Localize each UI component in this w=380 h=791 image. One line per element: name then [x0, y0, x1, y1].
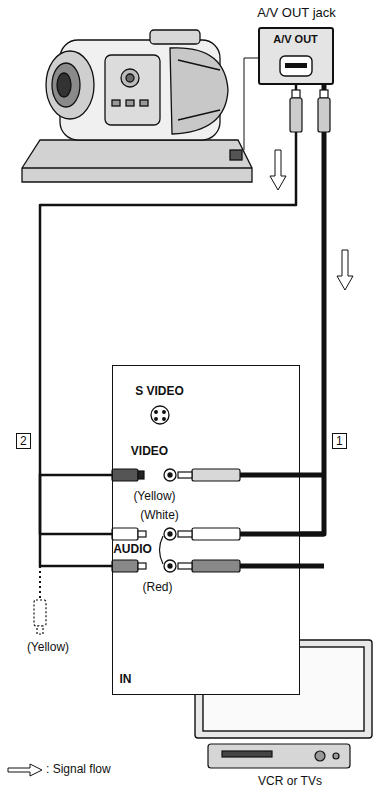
av-plugs: [290, 90, 330, 132]
input-label: (White): [140, 509, 179, 523]
callout-number: 2: [16, 433, 31, 449]
audio-bracket: [160, 536, 164, 564]
rca-plugs: [178, 469, 240, 572]
jack-socket: [280, 56, 312, 76]
cable-2-branches: [40, 475, 112, 600]
input-label: VIDEO: [131, 445, 168, 459]
leader-line: [244, 58, 258, 150]
legend-text: : Signal flow: [46, 763, 111, 777]
camcorder: [22, 30, 252, 182]
jack-slot: [285, 63, 307, 68]
jack-heading: A/V OUT jack: [257, 6, 336, 21]
plug-color-label: (Yellow): [27, 641, 69, 655]
signal-flow-arrow: [270, 150, 353, 290]
cable-1-branches: [240, 475, 324, 566]
jack-box: A/V OUT jackA/V OUT: [258, 27, 334, 85]
jack-face: [259, 28, 333, 84]
callout-number: 1: [332, 433, 347, 449]
av-cable: [300, 85, 324, 534]
device-label: VCR or TVs: [258, 775, 322, 789]
input-label: S VIDEO: [135, 385, 184, 399]
legend-arrow: [8, 764, 42, 776]
jack-label: A/V OUT: [273, 33, 318, 46]
input-label: (Yellow): [133, 490, 175, 504]
panel-ground: [112, 365, 300, 695]
vcr: [208, 744, 350, 768]
input-label: AUDIO: [113, 543, 152, 557]
input-panel: S VIDEO VIDEO (Yellow) (White) AUDIO (Red) IN: [112, 365, 300, 695]
input-label: (Red): [142, 581, 172, 595]
input-label: IN: [120, 673, 132, 687]
